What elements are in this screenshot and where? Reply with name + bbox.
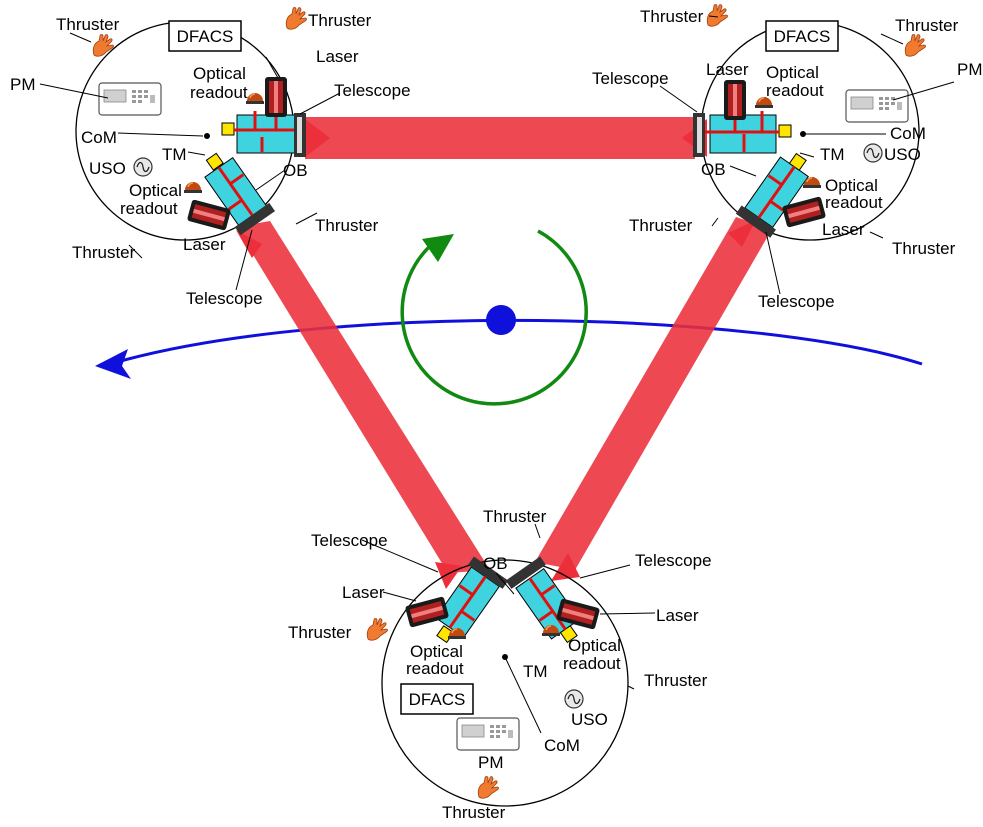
sc3-pm-label: PM <box>478 753 504 772</box>
center-of-constellation <box>486 305 516 335</box>
sc1-ob-label: OB <box>283 161 308 180</box>
sc1-optical-readout-a-line1: Optical <box>193 64 246 83</box>
sc3-dfacs-label: DFACS <box>409 690 466 709</box>
sc1-pm-label: PM <box>10 75 36 94</box>
sc2-telescope-a-label: Telescope <box>592 69 669 88</box>
sc1-dfacs-label: DFACS <box>177 27 234 46</box>
sc3-optical-readout-b-line2: readout <box>563 654 621 673</box>
sc3-thruster-left-label: Thruster <box>288 623 352 642</box>
sc3-laser-a-label: Laser <box>342 583 385 602</box>
sc1-laser-a-label: Laser <box>316 47 359 66</box>
sc2-ob-label: OB <box>701 160 726 179</box>
sc2-optical-readout-a-line1: Optical <box>766 63 819 82</box>
sc3-thruster-top-label: Thruster <box>483 507 547 526</box>
orbit-arrow-icon <box>95 349 131 379</box>
sc2-thruster-top-left-label: Thruster <box>640 7 704 26</box>
sc2-optical-readout-a-line2: readout <box>766 81 824 100</box>
sc3-thruster-right-label: Thruster <box>644 671 708 690</box>
sc3-com-label: CoM <box>544 736 580 755</box>
sc2-optical-readout-b-line1: Optical <box>825 176 878 195</box>
spacecraft-1: DFACS Thruster Thruster PM Laser Optical… <box>10 7 411 308</box>
sc1-telescope-b-label: Telescope <box>186 289 263 308</box>
sc2-telescope-b-label: Telescope <box>758 292 835 311</box>
sc3-telescope-b-label: Telescope <box>635 551 712 570</box>
sc2-thruster-left-label: Thruster <box>629 216 693 235</box>
sc1-com-label: CoM <box>81 128 117 147</box>
sc2-com-label: CoM <box>890 124 926 143</box>
sc2-optical-readout-b-line2: readout <box>825 193 883 212</box>
spacecraft-2: DFACS Thruster Thruster PM Laser Optical… <box>592 4 983 311</box>
sc1-thruster-bottom-left-label: Thruster <box>72 243 136 262</box>
orbit-path <box>109 318 923 366</box>
sc2-laser-b-label: Laser <box>822 220 865 239</box>
sc2-uso-label: USO <box>884 145 921 164</box>
sc1-laser-b-label: Laser <box>183 235 226 254</box>
sc1-tm-label: TM <box>162 145 187 164</box>
sc1-thruster-top-left-label: Thruster <box>56 15 120 34</box>
sc2-thruster-top-right-label: Thruster <box>895 16 959 35</box>
sc1-optical-readout-a-line2: readout <box>190 83 248 102</box>
sc3-telescope-a-label: Telescope <box>311 531 388 550</box>
sc1-optical-readout-b-line2: readout <box>120 199 178 218</box>
sc2-thruster-bottom-right-label: Thruster <box>892 239 956 258</box>
rotation-arrow-icon <box>422 234 454 262</box>
sc3-tm-label: TM <box>523 662 548 681</box>
sc1-telescope-a-label: Telescope <box>334 81 411 100</box>
sc1-thruster-top-right-label: Thruster <box>308 11 372 30</box>
sc1-optical-readout-b-line1: Optical <box>129 181 182 200</box>
sc3-laser-b-label: Laser <box>656 606 699 625</box>
sc2-pm-label: PM <box>957 60 983 79</box>
sc1-uso-label: USO <box>89 159 126 178</box>
sc1-thruster-right-label: Thruster <box>315 216 379 235</box>
sc2-tm-label: TM <box>820 145 845 164</box>
spacecraft-3: DFACS Thruster Telescope Telescope OB La… <box>288 507 712 822</box>
sc3-ob-label: OB <box>483 554 508 573</box>
sc3-optical-readout-a-line1: Optical <box>410 642 463 661</box>
sc3-uso-label: USO <box>571 710 608 729</box>
sc3-optical-readout-a-line2: readout <box>406 659 464 678</box>
rotation-path <box>400 229 588 406</box>
sc2-laser-a-label: Laser <box>706 60 749 79</box>
laser-beams <box>236 117 772 573</box>
sc3-thruster-bottom-label: Thruster <box>442 803 506 822</box>
sc2-dfacs-label: DFACS <box>774 27 831 46</box>
sc3-optical-readout-b-line1: Optical <box>568 636 621 655</box>
